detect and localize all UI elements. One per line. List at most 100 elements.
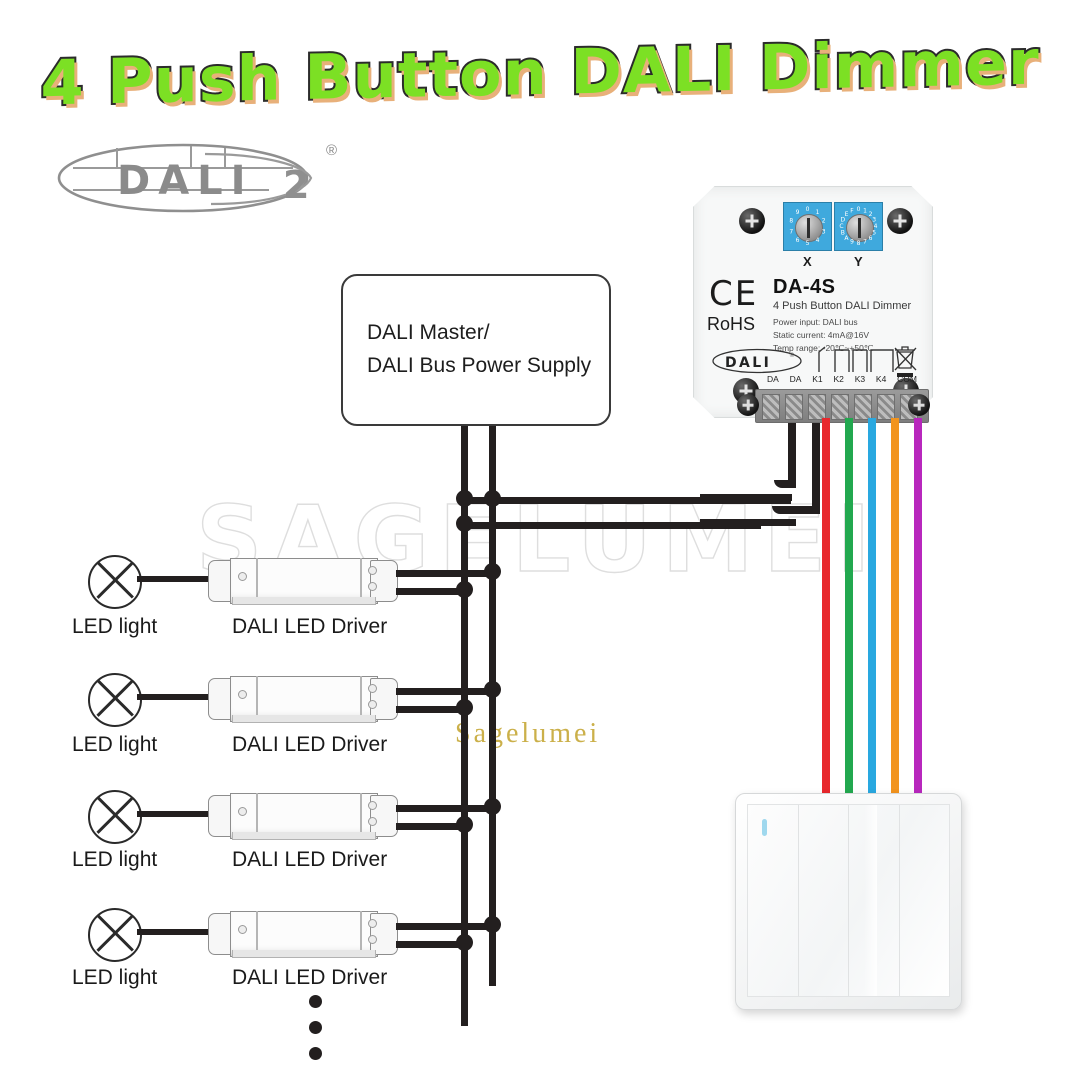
rotary-tick: 7 bbox=[863, 238, 867, 246]
driver-screw bbox=[238, 690, 247, 699]
wall-switch-panel[interactable] bbox=[735, 793, 962, 1010]
rotary-tick: 2 bbox=[868, 210, 873, 218]
switch-button-3[interactable] bbox=[849, 805, 900, 996]
terminal-schematic-icon bbox=[815, 344, 901, 374]
signal-wire-k3 bbox=[868, 418, 876, 793]
led-lamp-icon bbox=[88, 790, 142, 844]
rotary-tick: 9 bbox=[795, 209, 800, 217]
module-screw bbox=[887, 208, 913, 234]
driver-body bbox=[230, 676, 378, 722]
rotary-tick: 7 bbox=[789, 228, 794, 236]
driver-label: DALI LED Driver bbox=[232, 733, 388, 756]
driver-bus-lead bbox=[396, 923, 496, 930]
rotary-tick: C bbox=[839, 223, 844, 230]
bus-line-da1 bbox=[461, 426, 468, 1026]
driver-bus-lead bbox=[396, 823, 468, 830]
driver-screw bbox=[368, 919, 377, 928]
terminal-block bbox=[755, 389, 929, 423]
driver-label: DALI LED Driver bbox=[232, 848, 388, 871]
driver-bus-lead bbox=[396, 941, 468, 948]
rotary-label-y: Y bbox=[854, 254, 863, 269]
junction-dot bbox=[484, 681, 501, 698]
switch-sheen bbox=[863, 805, 877, 996]
svg-text:®: ® bbox=[789, 352, 795, 359]
rotary-tick: 0 bbox=[856, 206, 861, 213]
rotary-tick: 4 bbox=[815, 236, 820, 244]
terminal-slot[interactable] bbox=[877, 394, 895, 420]
terminal-slot[interactable] bbox=[854, 394, 872, 420]
rotary-tick: 6 bbox=[868, 235, 873, 243]
signal-wire-k4 bbox=[891, 418, 899, 793]
terminal-label: DA bbox=[767, 374, 779, 384]
master-line-1: DALI Master/ bbox=[367, 321, 490, 345]
driver-seam bbox=[360, 558, 362, 602]
driver-screw bbox=[368, 684, 377, 693]
driver-screw bbox=[368, 935, 377, 944]
switch-button-2[interactable] bbox=[799, 805, 849, 996]
rotary-tick: 9 bbox=[850, 238, 854, 246]
driver-bus-lead bbox=[396, 706, 468, 713]
terminal-screw bbox=[737, 394, 759, 416]
led-lamp-icon bbox=[88, 555, 142, 609]
driver-seam bbox=[256, 793, 258, 837]
page-title: 4 Push Button DALI Dimmer bbox=[38, 24, 1041, 122]
rotary-dial[interactable] bbox=[794, 213, 823, 242]
signal-wire-com bbox=[914, 418, 922, 793]
driver-seam bbox=[360, 911, 362, 955]
rotary-tick: D bbox=[840, 216, 846, 224]
terminal-slot[interactable] bbox=[762, 394, 780, 420]
rotary-tick: B bbox=[840, 229, 845, 237]
svg-text:DALI: DALI bbox=[117, 158, 254, 204]
master-leg-2 bbox=[489, 420, 496, 434]
driver-bus-lead bbox=[396, 588, 468, 595]
wall-switch-face bbox=[747, 804, 950, 997]
driver-seam bbox=[360, 676, 362, 720]
module-model-name: DA-4S bbox=[773, 276, 836, 298]
rotary-dial[interactable] bbox=[845, 213, 874, 242]
lamp-lead bbox=[137, 811, 217, 817]
terminal-slot[interactable] bbox=[831, 394, 849, 420]
spec-line: Static current: 4mA@16V bbox=[773, 330, 870, 341]
driver-screw bbox=[238, 925, 247, 934]
registered-trademark-icon: ® bbox=[325, 142, 337, 159]
junction-dot bbox=[456, 816, 473, 833]
terminal-slot[interactable] bbox=[785, 394, 803, 420]
driver-seam bbox=[360, 793, 362, 837]
junction-dot bbox=[456, 934, 473, 951]
led-lamp-icon bbox=[88, 908, 142, 962]
rotary-tick: 1 bbox=[815, 209, 820, 217]
signal-wire-k2 bbox=[845, 418, 853, 793]
rotary-tick: 1 bbox=[863, 207, 867, 215]
terminal-slot[interactable] bbox=[808, 394, 826, 420]
switch-indicator-led bbox=[762, 819, 767, 836]
rotary-tick: 0 bbox=[805, 206, 810, 213]
rotary-tick: 5 bbox=[872, 229, 877, 237]
lamp-label: LED light bbox=[72, 733, 158, 756]
junction-dot bbox=[484, 563, 501, 580]
da-run-lower bbox=[461, 522, 761, 529]
rotary-tick: 3 bbox=[821, 228, 826, 236]
rotary-tick: 2 bbox=[821, 217, 826, 225]
switch-button-1[interactable] bbox=[748, 805, 799, 996]
rotary-tick: 4 bbox=[873, 223, 878, 230]
led-lamp-icon bbox=[88, 673, 142, 727]
lamp-lead bbox=[137, 929, 217, 935]
spec-line: Power input: DALI bus bbox=[773, 317, 858, 327]
rotary-tick: A bbox=[844, 235, 849, 243]
watermark-small: Sagelumei bbox=[455, 718, 601, 749]
driver-screw bbox=[368, 700, 377, 709]
rotary-tick: F bbox=[850, 207, 854, 215]
driver-screw bbox=[238, 572, 247, 581]
switch-button-4[interactable] bbox=[900, 805, 950, 996]
driver-bus-lead bbox=[396, 570, 496, 577]
lamp-lead bbox=[137, 694, 217, 700]
terminal-screw bbox=[908, 394, 930, 416]
lamp-label: LED light bbox=[72, 615, 158, 638]
junction-dot bbox=[484, 916, 501, 933]
driver-body bbox=[230, 558, 378, 604]
junction-dot bbox=[456, 515, 473, 532]
